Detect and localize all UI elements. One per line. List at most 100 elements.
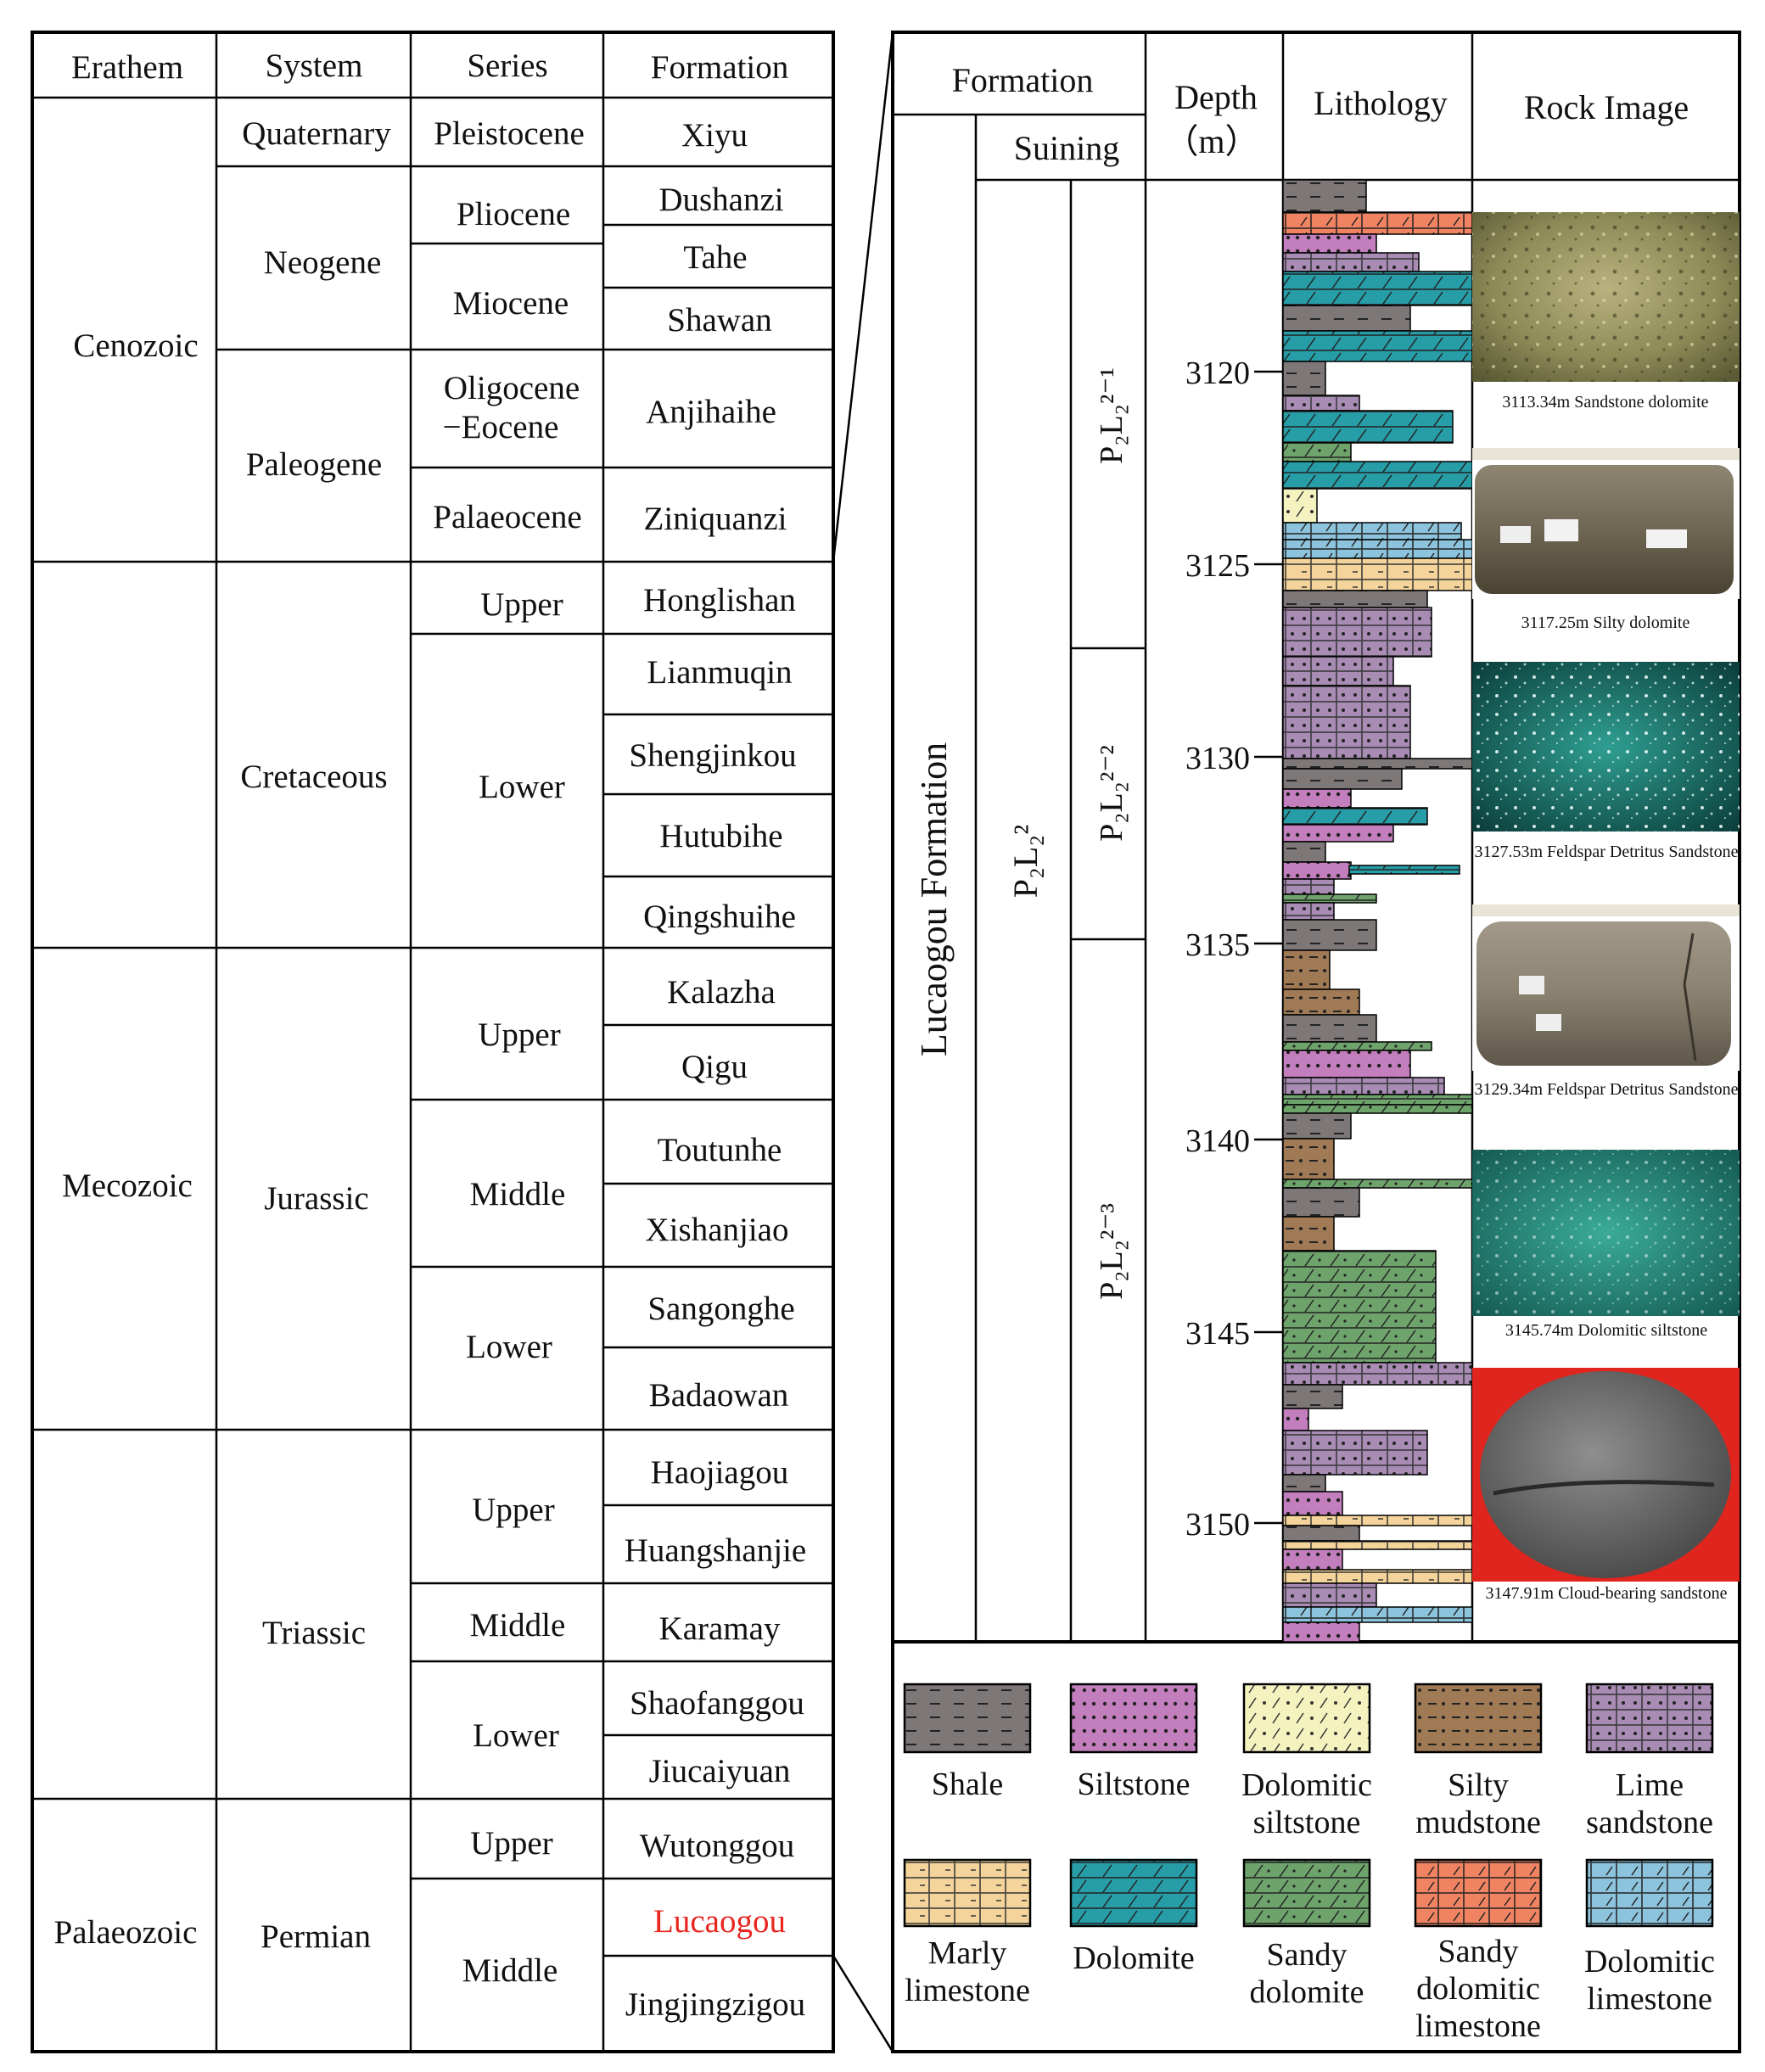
formation-tahe: Tahe (683, 239, 747, 276)
rock-photo-3: 3127.53m Feldspar Detritus Sandstone (1472, 662, 1740, 861)
series-pleistocene: Pleistocene (434, 115, 585, 152)
legend-dolomitic-limestone: Dolomitic limestone (1583, 1858, 1716, 2017)
formation-shawan: Shawan (667, 302, 771, 339)
rock-caption-4: 3129.34m Feldspar Detritus Sandstone (1474, 1080, 1738, 1099)
formation-dushanzi: Dushanzi (658, 182, 783, 218)
legend-label-silty-mudstone: Silty mudstone (1415, 1767, 1541, 1840)
series-cretaceous-upper: Upper (480, 586, 563, 623)
formation-honglishan: Honglishan (643, 582, 796, 619)
connector-line-bottom (832, 1955, 894, 2052)
submember-label-1: P₂L₂²⁻¹ (1094, 367, 1129, 464)
series-jurassic-lower: Lower (466, 1329, 552, 1365)
header-formation-right: Formation (952, 61, 1094, 99)
formation-qigu: Qigu (681, 1049, 748, 1085)
legend-marly-limestone: Marly limestone (903, 1858, 1032, 2008)
legend-label-dolomite: Dolomite (1073, 1940, 1195, 1976)
header-rock-image: Rock Image (1524, 88, 1689, 126)
header-lithology: Lithology (1314, 84, 1448, 122)
header-depth: Depth (1174, 78, 1258, 116)
rock-caption-2: 3117.25m Silty dolomite (1521, 613, 1690, 632)
header-depth-unit: （m） (1164, 122, 1258, 160)
system-jurassic: Jurassic (264, 1180, 368, 1217)
formation-qingshuihe: Qingshuihe (643, 899, 796, 935)
system-paleogene: Paleogene (246, 446, 382, 483)
legend-label-siltstone: Siltstone (1077, 1767, 1190, 1802)
formation-shengjinkou: Shengjinkou (629, 737, 796, 774)
legend-swatch-siltstone (1069, 1683, 1198, 1754)
series-eocene: −Eocene (443, 409, 559, 445)
formation-jingjingzigou: Jingjingzigou (625, 1986, 805, 2023)
series-triassic-lower: Lower (473, 1717, 559, 1754)
rock-photo-1: 3113.34m Sandstone dolomite (1472, 212, 1740, 412)
legend-sandy-dolomitic-limestone: Sandy dolomitic limestone (1414, 1858, 1543, 2044)
legend-swatch-dolomite (1069, 1858, 1198, 1928)
legend-swatch-sandy-dolomitic-limestone (1414, 1858, 1543, 1928)
legend-swatch-shale (903, 1683, 1032, 1754)
submember-label-2: P₂L₂²⁻² (1094, 745, 1129, 842)
formation-hutubihe: Hutubihe (659, 818, 782, 854)
rock-caption-5: 3145.74m Dolomitic siltstone (1505, 1321, 1707, 1340)
rock-caption-6: 3147.91m Cloud-bearing sandstone (1486, 1584, 1728, 1603)
legend-label-lime-sandstone: Lime sandstone (1586, 1767, 1713, 1840)
depth-tick-3150: 3150 (1185, 1507, 1250, 1543)
depth-tick-3125: 3125 (1185, 548, 1250, 584)
connector-line-top (832, 31, 894, 563)
legend-label-dolomitic-siltstone: Dolomitic siltstone (1241, 1767, 1373, 1840)
formation-karamay: Karamay (659, 1610, 781, 1647)
header-series: Series (467, 48, 547, 84)
header-system: System (266, 48, 363, 84)
rock-photo-5: 3145.74m Dolomitic siltstone (1472, 1150, 1740, 1340)
erathem-cenozoic: Cenozoic (73, 328, 198, 364)
legend-shale: Shale (903, 1683, 1032, 1802)
formation-lucaogou-highlighted: Lucaogou (653, 1903, 786, 1940)
formation-sangonghe: Sangonghe (647, 1291, 794, 1327)
rock-photo-4: 3129.34m Feldspar Detritus Sandstone (1472, 904, 1740, 1099)
lithology-legend: Shale Siltstone Dolomitic siltstone Silt… (903, 1683, 1716, 2044)
legend-swatch-silty-mudstone (1414, 1683, 1543, 1754)
formation-ziniquanzi: Ziniquanzi (644, 501, 787, 537)
lucaogou-formation-label: Lucaogou Formation (913, 742, 955, 1056)
rock-photo-2: 3117.25m Silty dolomite (1472, 448, 1740, 632)
legend-siltstone: Siltstone (1069, 1683, 1198, 1802)
legend-swatch-dolomitic-limestone (1585, 1858, 1714, 1928)
legend-label-shale: Shale (932, 1767, 1003, 1802)
depth-tick-3145: 3145 (1185, 1316, 1250, 1352)
header-suining: Suining (1014, 129, 1119, 167)
series-triassic-upper: Upper (472, 1492, 554, 1528)
erathem-mesozoic: Mecozoic (62, 1168, 193, 1204)
system-neogene: Neogene (264, 244, 382, 281)
header-formation: Formation (651, 49, 789, 86)
formation-badaowan: Badaowan (649, 1377, 789, 1414)
series-pliocene: Pliocene (457, 196, 570, 232)
formation-kalazha: Kalazha (667, 974, 776, 1011)
system-quaternary: Quaternary (242, 115, 391, 152)
formation-xiyu: Xiyu (681, 117, 748, 154)
system-triassic: Triassic (262, 1615, 366, 1651)
depth-tick-3130: 3130 (1185, 741, 1250, 776)
legend-swatch-lime-sandstone (1585, 1683, 1714, 1754)
rock-image-column: 3113.34m Sandstone dolomite 3117.25m Sil… (1472, 212, 1740, 1603)
member-label: P₂L₂² (1006, 825, 1045, 899)
depth-tick-3135: 3135 (1185, 927, 1250, 963)
legend-label-sandy-dolomite: Sandy dolomite (1249, 1937, 1364, 2010)
formation-haojiagou: Haojiagou (651, 1454, 788, 1491)
system-cretaceous: Cretaceous (240, 759, 387, 795)
series-permian-upper: Upper (470, 1825, 552, 1862)
legend-label-sandy-dolomitic-limestone: Sandy dolomitic limestone (1415, 1934, 1541, 2044)
header-erathem: Erathem (71, 49, 183, 86)
legend-dolomite: Dolomite (1069, 1858, 1198, 1976)
legend-label-marly-limestone: Marly limestone (905, 1935, 1030, 2008)
legend-sandy-dolomite: Sandy dolomite (1242, 1858, 1371, 2010)
series-cretaceous-lower: Lower (479, 769, 565, 805)
legend-silty-mudstone: Silty mudstone (1414, 1683, 1543, 1840)
legend-label-dolomitic-limestone: Dolomitic limestone (1583, 1944, 1716, 2017)
depth-tick-3120: 3120 (1185, 356, 1250, 391)
formation-lianmuqin: Lianmuqin (647, 654, 792, 691)
series-jurassic-upper: Upper (478, 1016, 560, 1053)
legend-swatch-marly-limestone (903, 1858, 1032, 1928)
formation-shaofanggou: Shaofanggou (630, 1685, 804, 1722)
series-palaeocene: Palaeocene (433, 499, 581, 535)
legend-dolomitic-siltstone: Dolomitic siltstone (1241, 1683, 1373, 1840)
formation-anjihaihe: Anjihaihe (646, 394, 776, 430)
